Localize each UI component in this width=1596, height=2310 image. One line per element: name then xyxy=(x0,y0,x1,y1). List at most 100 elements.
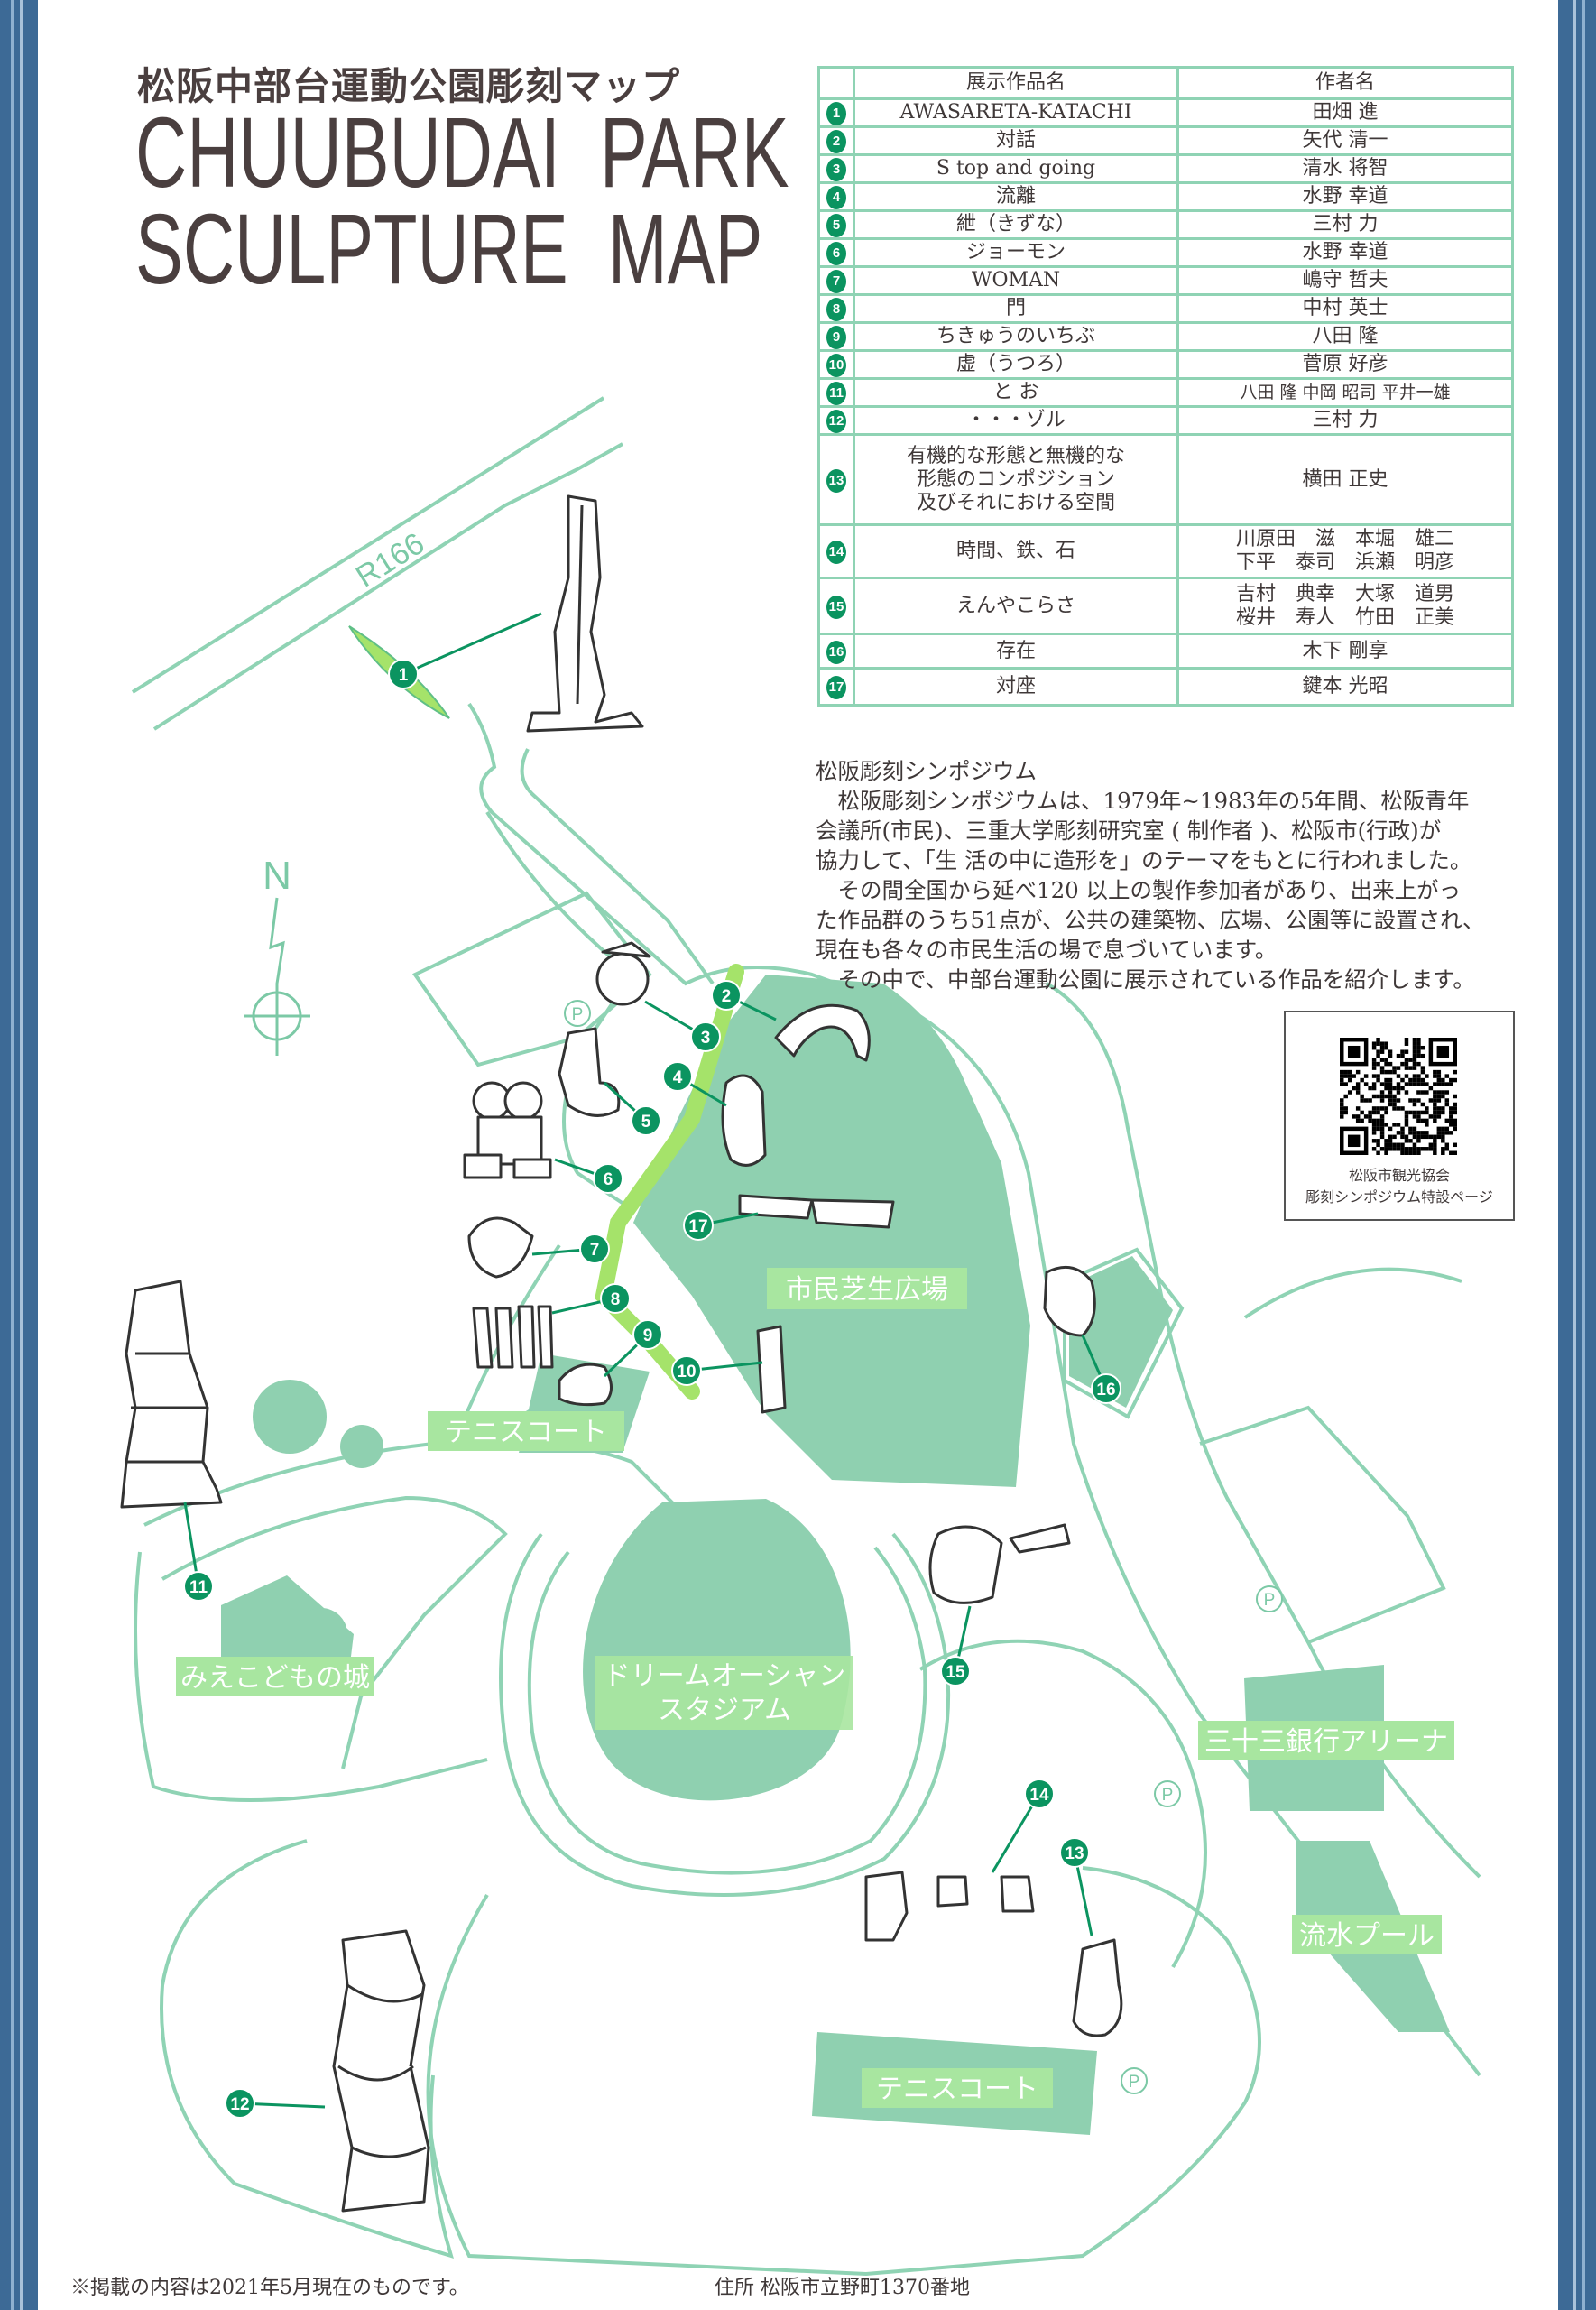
map-labels: 市民芝生広場 テニスコート みえこどもの城 ドリームオーシャン スタジアム 三十… xyxy=(176,526,1454,2108)
row-number-badge: 12 xyxy=(826,410,846,433)
row-title: 対話 xyxy=(853,125,1179,156)
arena-label-bg xyxy=(1198,1721,1454,1760)
marker-10[interactable]: 10 xyxy=(671,1355,763,1386)
row-number-cell: 13 xyxy=(817,433,855,526)
marker-8[interactable]: 8 xyxy=(551,1283,631,1315)
row-author: 菅原 好彦 xyxy=(1176,349,1514,380)
marker-9[interactable]: 9 xyxy=(603,1319,663,1378)
qr-code-box[interactable]: 松阪市観光協会 彫刻シンポジウム特設ページ xyxy=(1284,1011,1515,1221)
marker-14[interactable]: 14 xyxy=(991,1779,1055,1873)
row-author: 八田 隆 中岡 昭司 平井一雄 xyxy=(1176,377,1514,408)
row-title: ・・・ゾル xyxy=(853,405,1179,436)
row-author: 三村 力 xyxy=(1176,209,1514,240)
header-title: 展示作品名 xyxy=(853,66,1179,100)
row-number-cell: 12 xyxy=(817,405,855,436)
row-author: 嶋守 哲夫 xyxy=(1176,265,1514,296)
marker-6[interactable]: 6 xyxy=(554,1158,623,1194)
symposium-intro: 松阪彫刻シンポジウム 松阪彫刻シンポジウムは、1979年~1983年の5年間、松… xyxy=(816,756,1528,994)
row-author: 中村 英士 xyxy=(1176,293,1514,324)
marker-circle xyxy=(593,1163,623,1194)
table-row: 5 紲（きずな） 三村 力 xyxy=(817,209,1514,240)
marker-15[interactable]: 15 xyxy=(940,1605,972,1686)
row-number-badge: 4 xyxy=(826,186,846,209)
sculpture-7 xyxy=(467,1216,534,1279)
row-number-badge: 2 xyxy=(826,130,846,153)
table-header-row: 展示作品名 作者名 xyxy=(817,66,1514,100)
road-loop-north xyxy=(143,1439,687,1527)
row-author: 川原田 滋 本堀 雄二 下平 泰司 浜瀬 明彦 xyxy=(1176,523,1514,579)
intro-line: 松阪彫刻シンポジウムは、1979年~1983年の5年間、松阪青年 xyxy=(816,788,1470,814)
intro-line: 会議所(市民)、三重大学彫刻研究室 ( 制作者 )、松阪市(行政)が xyxy=(816,818,1442,844)
footer-address: 住所 松阪市立野町1370番地 xyxy=(715,2277,970,2299)
row-number-cell: 7 xyxy=(817,265,855,296)
row-number-cell: 14 xyxy=(817,523,855,579)
marker-number: 5 xyxy=(641,1113,651,1132)
sculpture-14 xyxy=(864,1871,1035,1942)
compass: N xyxy=(244,854,310,1056)
tennis-north-label: テニスコート xyxy=(445,1417,607,1448)
intro-line: た作品群のうち51点が、公共の建築物、広場、公園等に設置され、 xyxy=(816,907,1485,933)
road-r166-south xyxy=(152,442,623,731)
marker-number: 10 xyxy=(677,1363,696,1381)
row-number-badge: 7 xyxy=(826,270,846,293)
row-number-badge: 15 xyxy=(826,595,846,619)
qr-caption-line2: 彫刻シンポジウム特設ページ xyxy=(1305,1188,1493,1206)
row-author: 矢代 清一 xyxy=(1176,125,1514,156)
sculpture-path-highlight xyxy=(595,964,744,1400)
road-east-b xyxy=(520,748,715,985)
row-number-cell: 4 xyxy=(817,181,855,212)
row-author: 三村 力 xyxy=(1176,405,1514,436)
row-title: AWASARETA-KATACHI xyxy=(853,97,1179,128)
road-south-loop xyxy=(426,1866,1261,2277)
parking-label: P xyxy=(1264,1591,1276,1610)
marker-12[interactable]: 12 xyxy=(225,2088,326,2119)
row-author: 横田 正史 xyxy=(1176,433,1514,526)
marker-3[interactable]: 3 xyxy=(644,1000,721,1052)
marker-11[interactable]: 11 xyxy=(183,1502,214,1602)
parking-icon: P xyxy=(564,1000,591,1027)
sculpture-5 xyxy=(558,1027,621,1117)
stadium-ring-inner xyxy=(527,1546,927,1875)
sculpture-13 xyxy=(1072,1938,1123,2037)
marker-13[interactable]: 13 xyxy=(1059,1837,1093,1936)
marker-2[interactable]: 2 xyxy=(711,980,777,1021)
marker-1[interactable]: 1 xyxy=(388,612,542,689)
sculpture-10 xyxy=(756,1325,787,1414)
marker-circle xyxy=(683,1210,714,1241)
kids-castle-label-bg xyxy=(176,1657,374,1696)
outline-sports-area xyxy=(1063,1247,1185,1419)
marker-16[interactable]: 16 xyxy=(1081,1335,1121,1404)
sculpture-3 xyxy=(595,941,651,1006)
marker-circle xyxy=(1024,1779,1055,1809)
table-row: 9 ちきゅうのいちぶ 八田 隆 xyxy=(817,321,1514,352)
marker-7[interactable]: 7 xyxy=(531,1234,610,1264)
sculpture-9 xyxy=(558,1363,613,1407)
marker-5[interactable]: 5 xyxy=(603,1081,661,1136)
row-number-badge: 13 xyxy=(826,468,846,493)
road-loop-west xyxy=(134,1551,488,1802)
marker-number: 13 xyxy=(1065,1844,1084,1863)
marker-number: 4 xyxy=(673,1068,683,1087)
row-number-badge: 6 xyxy=(826,242,846,265)
right-border xyxy=(1558,0,1596,2310)
kids-castle-label: みえこどもの城 xyxy=(180,1662,370,1694)
marker-17[interactable]: 17 xyxy=(683,1210,759,1241)
marker-circle xyxy=(711,980,742,1011)
marker-4[interactable]: 4 xyxy=(662,1061,727,1107)
row-title: ちきゅうのいちぶ xyxy=(853,321,1179,352)
sculpture-8 xyxy=(472,1305,554,1369)
road-east-spur xyxy=(1243,1267,1462,1319)
sculpture-12 xyxy=(332,1929,430,2213)
row-title: と お xyxy=(853,377,1179,408)
footer-note: ※掲載の内容は2021年5月現在のものです。 xyxy=(70,2277,469,2299)
qr-code-icon[interactable] xyxy=(1340,1038,1457,1155)
row-number-badge: 8 xyxy=(826,298,846,321)
page-title-english-line1: CHUUBUDAI PARK xyxy=(135,97,789,208)
north-arrow-icon xyxy=(269,897,285,1056)
row-title: ジョーモン xyxy=(853,237,1179,268)
table-row: 16 存在 木下 剛享 xyxy=(817,633,1514,670)
marker-number: 14 xyxy=(1029,1786,1049,1805)
table-row: 6 ジョーモン 水野 幸道 xyxy=(817,237,1514,268)
intro-line: 協力して、「生 活の中に造形を」のテーマをもとに行われました。 xyxy=(816,847,1472,873)
